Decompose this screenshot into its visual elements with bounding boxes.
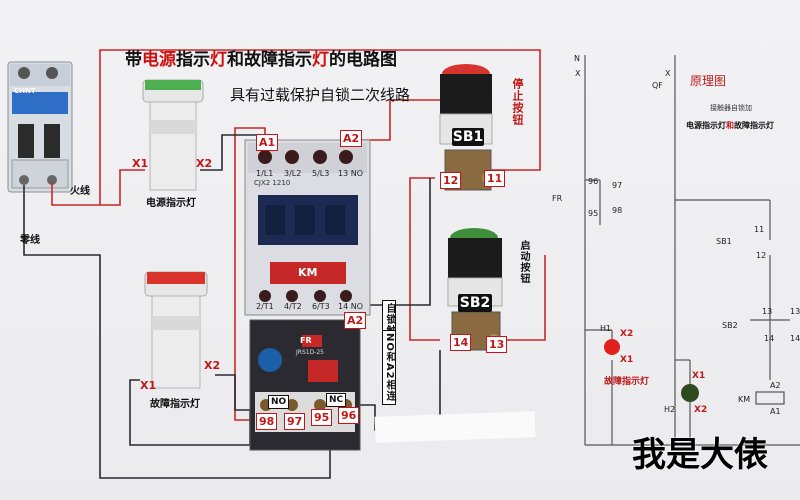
sch-13: 13 <box>762 307 773 316</box>
fault-lamp-x2: X2 <box>204 359 221 372</box>
power-lamp-label: 电源指示灯 <box>146 198 196 209</box>
sch-h2-x2: X2 <box>694 405 708 415</box>
sb1-terminal-11: 11 <box>484 170 506 187</box>
fault-indicator-lamp <box>144 271 208 389</box>
power-lamp-x1: X1 <box>132 157 149 170</box>
sch-96: 96 <box>588 177 599 186</box>
power-indicator-lamp <box>142 79 204 191</box>
contactor-model: CJX2 1210 <box>254 179 291 187</box>
start-button-sb2 <box>447 228 503 351</box>
sch-x2: X <box>665 69 671 78</box>
sch-12: 12 <box>756 251 767 260</box>
paper-strip <box>374 411 536 443</box>
contactor-km <box>244 139 371 316</box>
fr-label: FR <box>300 336 312 345</box>
schematic-caption: 接触器自锁加 <box>710 104 752 112</box>
title-part1: 带 <box>125 50 142 70</box>
breaker-brand: CHNT <box>14 87 36 95</box>
title-highlight3: 灯 <box>312 50 329 70</box>
sb2-label: SB2 <box>458 294 492 312</box>
sch-fault-lamp: 故障指示灯 <box>604 377 650 387</box>
schematic-caption2: 电源指示灯和故障指示灯 <box>686 122 774 130</box>
caption-fault-lamp: 故障指示灯 <box>734 121 774 130</box>
terminal-14no: 14 NO <box>338 302 364 311</box>
sch-h1-x2: X2 <box>620 329 634 339</box>
sch-95: 95 <box>588 209 599 218</box>
sch-fr: FR <box>552 194 563 203</box>
sch-11: 11 <box>754 225 765 234</box>
diagram-subtitle: 具有过载保护自锁二次线路 <box>230 86 411 104</box>
sch-x1: X <box>575 69 581 78</box>
km-label: KM <box>298 266 318 279</box>
terminal-1l1: 1/L1 <box>256 169 274 178</box>
title-part3: 和故障指示 <box>227 50 312 70</box>
terminal-4t2: 4/T2 <box>284 302 302 311</box>
title-highlight2: 灯 <box>210 50 227 70</box>
sch-97: 97 <box>612 181 623 190</box>
sch-sb2: SB2 <box>722 321 738 330</box>
fault-lamp-x1: X1 <box>140 379 157 392</box>
stop-button-label: 停止按钮 <box>511 78 524 126</box>
sb2-terminal-13: 13 <box>486 336 508 353</box>
schematic-lines <box>584 55 800 446</box>
sch-14: 14 <box>764 334 775 343</box>
sch-14b: 14 <box>790 334 800 343</box>
terminal-a2-lower: A2 <box>344 312 367 329</box>
sch-qf: QF <box>652 81 663 90</box>
schematic-title: 原理图 <box>690 74 727 88</box>
terminal-2t1: 2/T1 <box>256 302 274 311</box>
fr-terminal-97: 97 <box>284 413 306 430</box>
sch-n: N <box>574 54 580 63</box>
sch-km: KM <box>738 395 751 404</box>
sch-h1: H1 <box>600 324 612 333</box>
title-part4: 的电路图 <box>329 50 397 70</box>
caption-and: 和 <box>726 121 734 130</box>
sch-13b: 13 <box>790 307 800 316</box>
sch-a1: A1 <box>770 407 781 416</box>
circuit-breaker <box>7 61 73 193</box>
no-a2-note: NO和A2相连 <box>382 330 396 405</box>
caption-power-lamp: 电源指示灯 <box>686 121 726 130</box>
terminal-3l2: 3/L2 <box>284 169 302 178</box>
sch-a2: A2 <box>770 381 781 390</box>
fr-terminal-95: 95 <box>311 409 333 426</box>
h2-lamp-dark <box>681 384 699 402</box>
title-part2: 指示 <box>176 50 210 70</box>
sb1-label: SB1 <box>452 128 484 146</box>
terminal-a1: A1 <box>256 134 279 151</box>
terminal-13no: 13 NO <box>338 169 364 178</box>
sb1-terminal-12: 12 <box>440 172 462 189</box>
fr-no-tag: NO <box>268 395 290 409</box>
power-lamp-x2: X2 <box>196 157 213 170</box>
fr-terminal-96: 96 <box>338 407 360 424</box>
h1-lamp-red <box>604 339 620 355</box>
sch-h2: H2 <box>664 405 676 414</box>
terminal-a2: A2 <box>340 130 363 147</box>
sb2-terminal-14: 14 <box>450 334 472 351</box>
watermark: 我是大俵 <box>632 435 768 475</box>
stop-button-sb1 <box>439 64 494 191</box>
sch-98: 98 <box>612 206 623 215</box>
title-highlight1: 电源 <box>142 50 176 70</box>
terminal-5l3: 5/L3 <box>312 169 330 178</box>
relay-model: JRS1D-25 <box>296 349 324 356</box>
terminal-6t3: 6/T3 <box>312 302 330 311</box>
fault-lamp-label: 故障指示灯 <box>150 399 200 410</box>
neutral-wire-label: 零线 <box>20 235 40 246</box>
fr-nc-tag: NC <box>326 393 347 407</box>
fr-terminal-98: 98 <box>256 413 278 430</box>
sch-h2-x1: X1 <box>692 371 706 381</box>
sch-h1-x1: X1 <box>620 355 634 365</box>
live-wire-label: 火线 <box>70 186 90 197</box>
diagram-title: 带电源指示灯和故障指示灯的电路图 <box>125 52 397 69</box>
sch-sb1: SB1 <box>716 237 732 246</box>
start-button-label: 启动按钮 <box>518 240 529 284</box>
